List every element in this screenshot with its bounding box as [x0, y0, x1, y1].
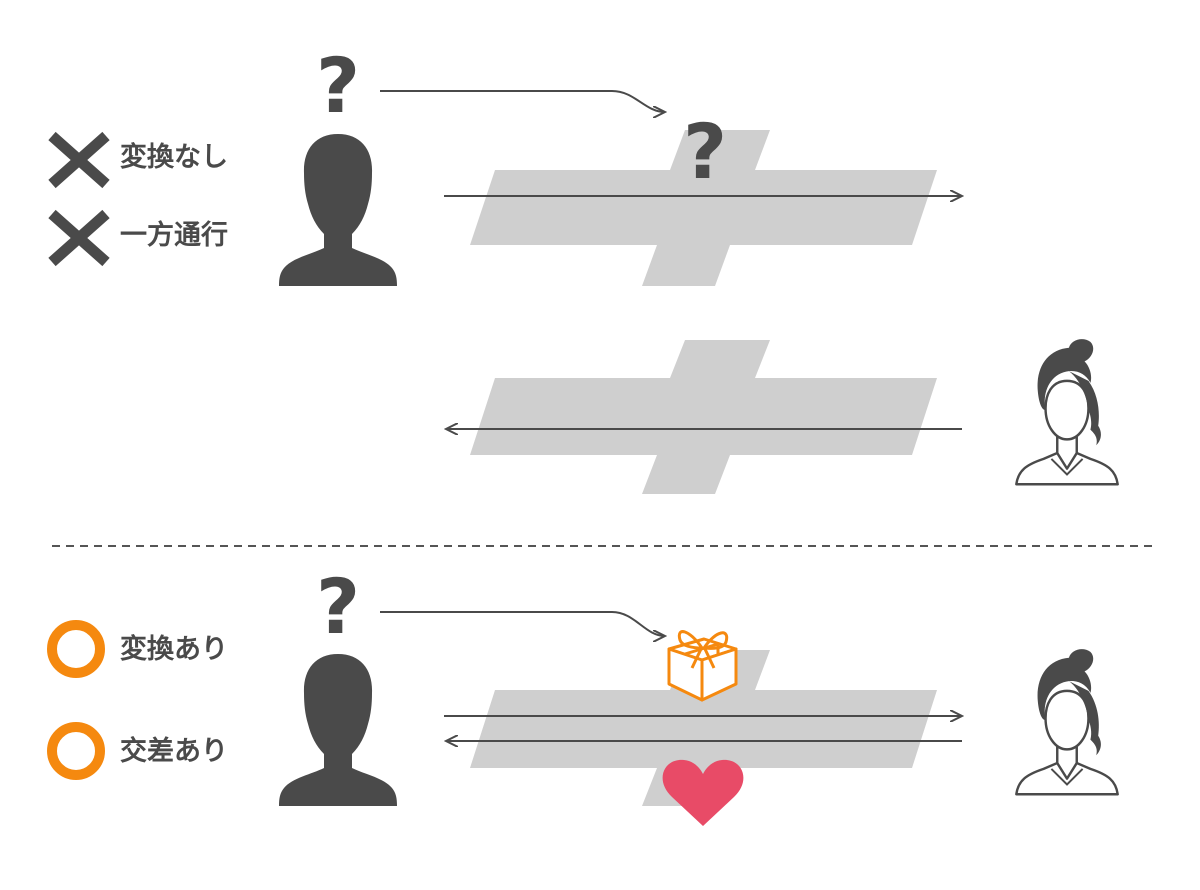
male-silhouette-icon [279, 654, 397, 806]
label-crossing: 交差あり [120, 736, 228, 767]
label-one-way: 一方通行 [120, 220, 228, 251]
label-no-conversion: 変換なし [120, 142, 228, 173]
female-outline-icon [1015, 648, 1119, 796]
question-mark-icon: ? [316, 562, 360, 651]
x-mark-icon [48, 209, 110, 267]
question-mark-icon: ? [316, 41, 360, 130]
question-mark-icon: ? [683, 107, 727, 196]
x-mark-icon [48, 131, 110, 189]
curved-arrow-top [380, 90, 665, 112]
curved-arrow-bottom [380, 611, 665, 636]
road-plate-top [470, 130, 937, 286]
circle-icon [47, 620, 105, 678]
female-outline-icon [1015, 338, 1119, 486]
male-silhouette-icon [279, 134, 397, 286]
heart-icon [662, 759, 744, 826]
road-plate-middle [470, 340, 937, 494]
gift-box-icon [667, 630, 738, 702]
road-plate-bottom [470, 650, 937, 806]
label-conversion: 変換あり [120, 634, 228, 665]
circle-icon [47, 722, 105, 780]
